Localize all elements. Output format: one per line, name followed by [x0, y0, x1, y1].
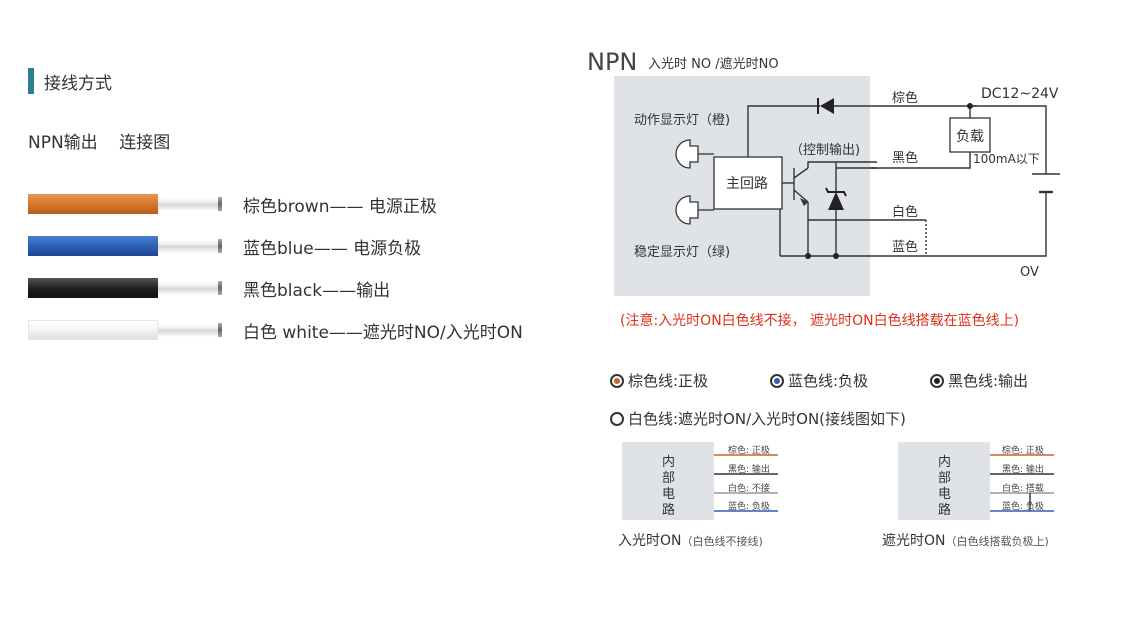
mini-right-label: 黑色: 输出: [1002, 463, 1044, 475]
wire-lead-icon: [158, 197, 222, 211]
internal-char: 电: [938, 487, 951, 502]
action-lamp-icon: [675, 139, 714, 169]
blue-wire-icon: [28, 236, 158, 256]
emitter-arrow-icon: [800, 198, 808, 206]
load-current-label: 100mA以下: [973, 152, 1040, 166]
legend-blue: 蓝色线:负极: [770, 370, 868, 391]
wire-label-blue: 蓝色blue—— 电源负极: [243, 239, 422, 259]
mini-right-label: 棕色: 正极: [1002, 444, 1044, 456]
mini-left-label: 蓝色: 负极: [728, 500, 770, 512]
stable-lamp-icon: [675, 195, 714, 225]
wire-row-black: 黑色black——输出: [28, 274, 568, 302]
caption-left-sub: （白色线不接线): [681, 535, 763, 548]
title-accent-bar: [28, 68, 34, 94]
caption-right-main: 遮光时ON: [882, 533, 946, 549]
internal-char: 路: [662, 502, 675, 518]
white-wire-icon: [28, 320, 158, 340]
mini-right-label: 白色: 搭载: [1002, 482, 1044, 494]
internal-char: 内: [938, 454, 951, 470]
brown-wire-label: 棕色: [892, 90, 918, 106]
brown-line: [747, 105, 977, 157]
mini-left-label: 棕色: 正极: [728, 444, 770, 456]
internal-char: 电: [662, 487, 675, 502]
caption-right: 遮光时ON（白色线搭载负极上): [882, 530, 1049, 550]
diode-icon: [817, 98, 834, 114]
legend-black: 黑色线:输出: [930, 370, 1028, 391]
internal-char: 内: [662, 454, 675, 470]
section-title: 接线方式: [28, 68, 112, 94]
battery-icon: [808, 105, 1060, 257]
action-lamp-label: 动作显示灯（橙): [634, 113, 730, 128]
internal-char: 路: [938, 502, 951, 518]
diagram-subtitle: 入光时 NO /遮光时NO: [648, 56, 779, 72]
section-subtitle: NPN输出 连接图: [28, 133, 171, 153]
black-wire-icon: [28, 278, 158, 298]
legend-white: 白色线:遮光时ON/入光时ON(接线图如下): [610, 408, 906, 429]
wire-row-brown: 棕色brown—— 电源正极: [28, 190, 568, 218]
wire-row-blue: 蓝色blue—— 电源负极: [28, 232, 568, 260]
brown-wire-icon: [28, 194, 158, 214]
zener-diode-icon: [825, 162, 847, 256]
wire-lead-icon: [158, 281, 222, 295]
wire-label-white: 白色 white——遮光时NO/入光时ON: [243, 323, 523, 343]
blue-dot-icon: [770, 373, 784, 388]
npn-wiring-diagram: NPN 入光时 NO /遮光时NO 动作显示灯（橙) 稳定显示灯（绿) 主回路 …: [587, 48, 1060, 520]
white-dot-icon: [610, 411, 624, 426]
wire-label-black: 黑色black——输出: [243, 281, 391, 301]
mini-diagram-left: 内 部 电 路 棕色: 正极 黑色: 输出 白色: 不接 蓝色: 负极: [622, 442, 778, 520]
zero-volt-label: OV: [1020, 265, 1039, 280]
caption-right-sub: （白色线搭载负极上): [945, 535, 1049, 548]
main-circuit-label: 主回路: [726, 176, 768, 192]
wire-lead-icon: [158, 323, 222, 337]
load-box: [949, 117, 991, 153]
black-wire-label: 黑色: [892, 150, 918, 166]
wire-row-white: 白色 white——遮光时NO/入光时ON: [28, 316, 568, 344]
load-label: 负载: [956, 129, 984, 145]
npn-transistor-icon: [782, 161, 877, 256]
mini-right-label: 蓝色: 负极: [1002, 500, 1044, 512]
wire-lead-icon: [158, 239, 222, 253]
white-line: [808, 219, 927, 256]
legend-brown-text: 棕色线:正极: [628, 372, 709, 390]
stable-lamp-label: 稳定显示灯（绿): [634, 244, 730, 260]
mini-left-label: 白色: 不接: [728, 482, 770, 494]
internal-char: 部: [938, 471, 951, 486]
section-title-text: 接线方式: [44, 73, 112, 94]
junction-dot: [833, 253, 839, 259]
mini-diagram-right: 内 部 电 路 棕色: 正极 黑色: 输出 白色: 搭载 蓝色: 负极: [898, 442, 1054, 520]
white-wire-label: 白色: [892, 204, 918, 220]
wire-label-brown: 棕色brown—— 电源正极: [243, 197, 437, 217]
black-line: [836, 106, 971, 169]
control-output-label: （控制输出): [790, 142, 860, 158]
wiring-note: (注意:入光时ON白色线不接， 遮光时ON白色线搭载在蓝色线上): [620, 313, 1020, 329]
legend-white-text: 白色线:遮光时ON/入光时ON(接线图如下): [628, 410, 906, 428]
legend-brown: 棕色线:正极: [610, 370, 708, 391]
mini-left-label: 黑色: 输出: [728, 463, 770, 475]
internal-char: 部: [662, 471, 675, 486]
caption-left: 入光时ON（白色线不接线): [618, 530, 763, 550]
legend-black-text: 黑色线:输出: [948, 372, 1029, 390]
legend-blue-text: 蓝色线:负极: [788, 372, 869, 390]
supply-voltage-label: DC12~24V: [981, 86, 1059, 102]
diagram-title: NPN: [587, 48, 637, 76]
brown-dot-icon: [610, 373, 624, 388]
blue-wire-label: 蓝色: [892, 239, 918, 255]
caption-left-main: 入光时ON: [618, 533, 682, 549]
black-dot-icon: [930, 373, 944, 388]
